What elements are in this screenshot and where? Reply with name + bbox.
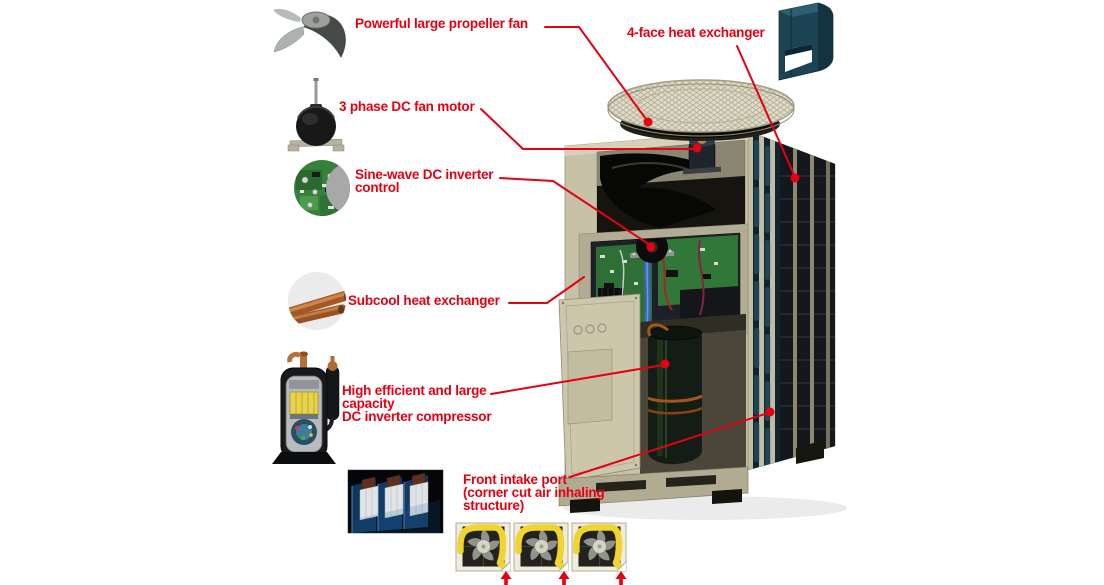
callout-fan-motor: 3 phase DC fan motor — [339, 99, 475, 114]
airflow-photo — [347, 469, 444, 534]
unit-front-panel — [558, 293, 641, 482]
up-arrow-icon — [558, 571, 570, 585]
callout-front-intake: Front intake port (corner cut air inhali… — [463, 472, 605, 513]
leader-compressor — [490, 364, 664, 395]
corner-intake-fan-thumbnails — [456, 523, 627, 585]
up-arrow-icon — [500, 571, 512, 585]
corner-fan-thumbnail — [514, 523, 568, 571]
callout-inverter-control: Sine-wave DC inverter control — [355, 167, 494, 195]
unit-fan-guard — [607, 79, 795, 141]
up-arrow-icon — [615, 571, 627, 585]
callout-four-face-hx: 4-face heat exchanger — [627, 25, 765, 40]
compressor-icon — [272, 351, 340, 464]
inverter-pcb-icon — [294, 160, 350, 216]
unit-top-fan-opening — [596, 133, 746, 235]
leader-inverter-control — [499, 177, 651, 246]
corner-intake-louvers — [753, 140, 771, 468]
leader-four-face-hx — [736, 45, 796, 178]
leader-dots — [643, 117, 800, 417]
leader-front-intake — [569, 412, 769, 478]
leader-lines — [480, 26, 796, 478]
corner-fan-thumbnail — [456, 523, 510, 571]
callout-propeller-fan: Powerful large propeller fan — [355, 16, 528, 31]
leader-subcool-hx — [508, 276, 585, 304]
unit-base — [558, 466, 749, 513]
callout-compressor: High efficient and large capacity DC inv… — [342, 383, 492, 424]
subcool-pipe-icon — [288, 272, 346, 330]
leader-fan-motor — [480, 108, 696, 150]
leader-propeller-fan — [544, 26, 649, 123]
callout-subcool-hx: Subcool heat exchanger — [348, 293, 500, 308]
unit-compressor-bay — [640, 314, 746, 479]
propeller-fan-icon — [273, 8, 346, 58]
fan-motor-icon — [287, 78, 345, 152]
outdoor-unit-illustration — [558, 79, 847, 520]
four-face-heat-exchanger-icon — [778, 2, 834, 81]
corner-fan-thumbnail — [572, 523, 626, 571]
